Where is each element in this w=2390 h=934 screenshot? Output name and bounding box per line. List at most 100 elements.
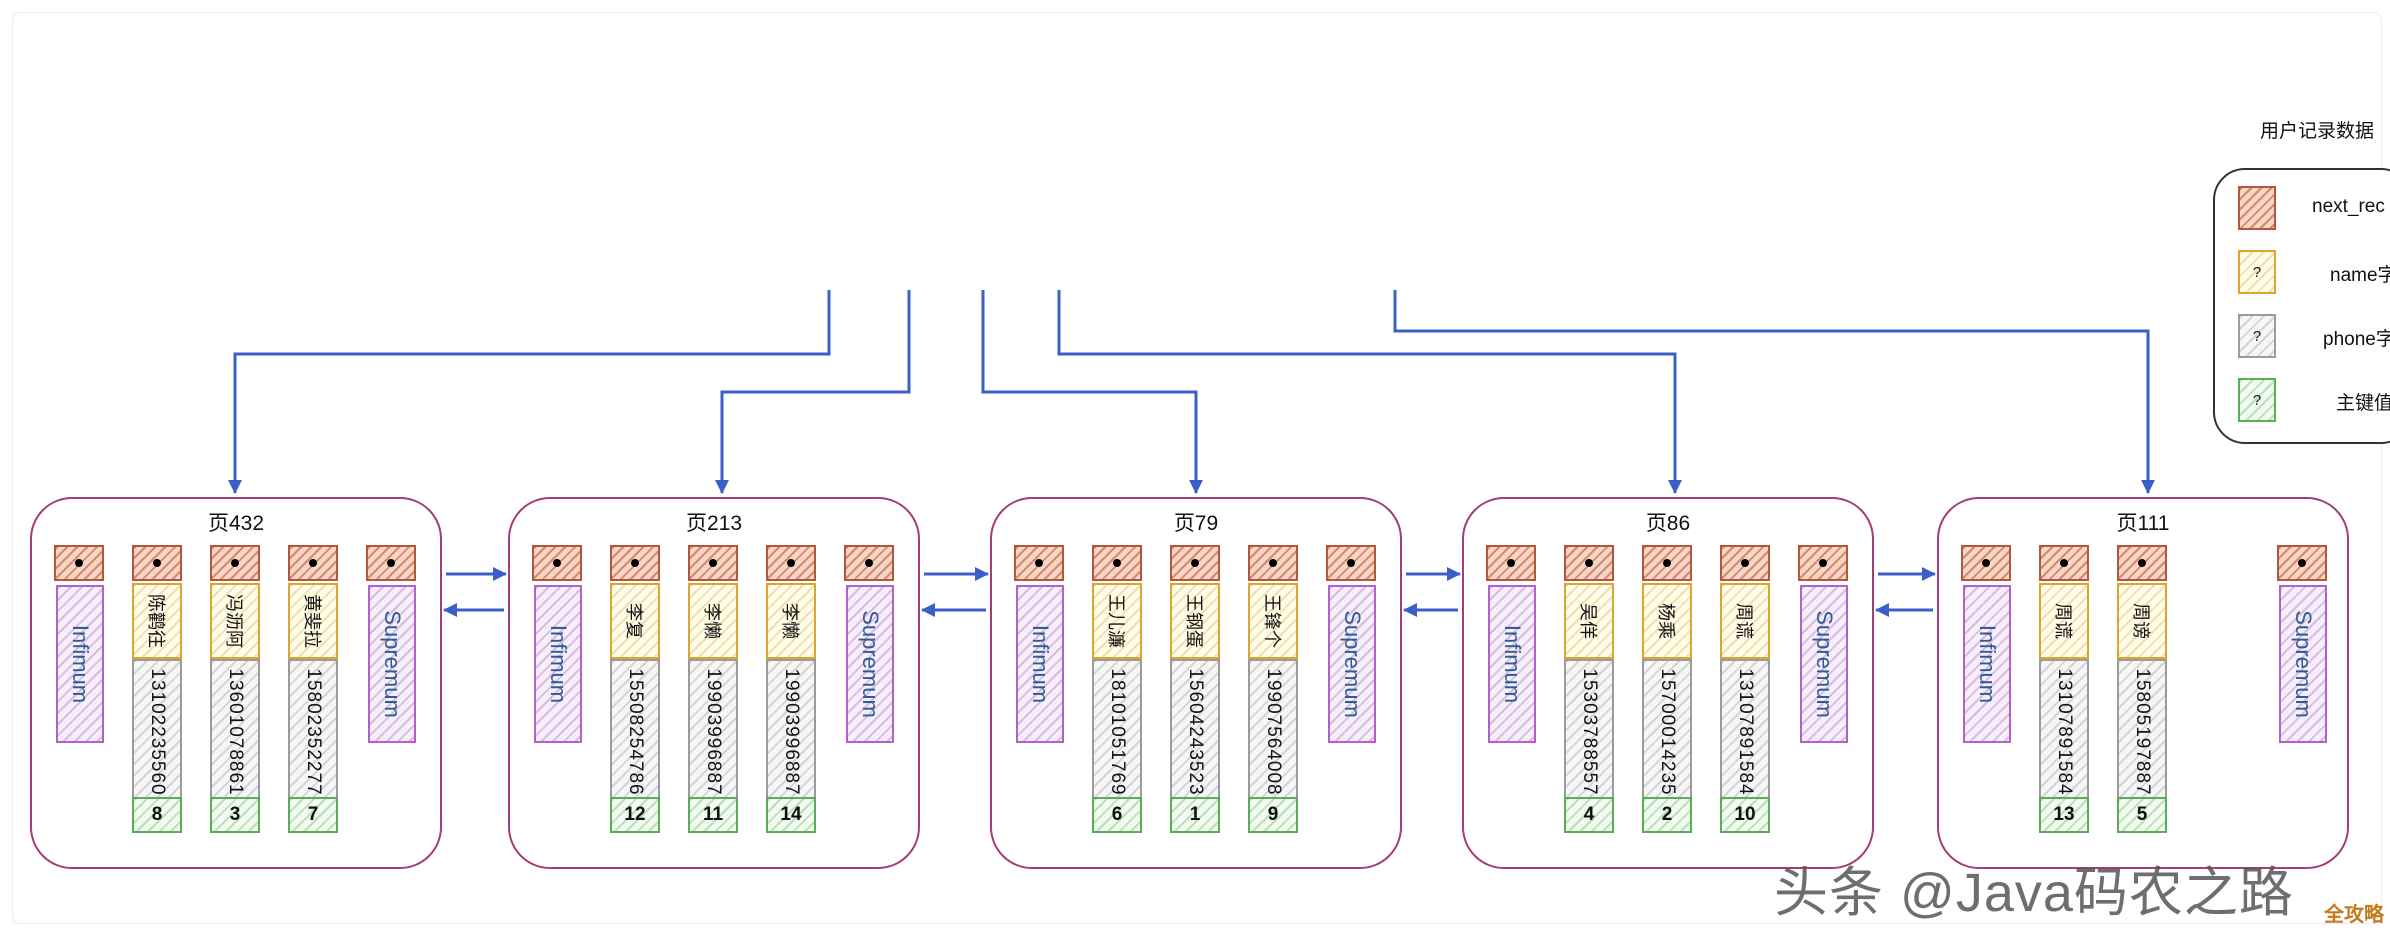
legend-label: 主键值 [2336,393,2390,414]
phone-value: 15508254786 [625,668,646,796]
name-value: 黄斐拉 [302,594,322,648]
next-record-pointer [1564,545,1614,581]
supremum-record: Supremum [2279,585,2327,743]
name-field: 杨乘 [1642,583,1692,659]
supremum-label: Supremum [858,610,883,718]
next-record-pointer [1248,545,1298,581]
phone-field: 19903996887 [688,659,738,805]
infimum-label: Infimum [546,624,571,704]
name-value: 周谎 [1734,603,1754,639]
primary-key-field: 14 [766,797,816,833]
legend-label: phone字 [2323,329,2390,350]
next-record-pointer [2039,545,2089,581]
legend-title: 用户记录数据 [2260,121,2375,142]
directory-pointer-line [1393,290,2155,494]
page-title: 页111 [2116,512,2170,535]
phone-value: 13107891584 [1735,668,1756,796]
name-value: 周谎 [2053,603,2073,639]
supremum-label: Supremum [1340,610,1365,718]
supremum-label: Supremum [380,610,405,718]
infimum-label: Infimum [68,624,93,704]
directory-pointer-line [228,290,831,494]
infimum-record: Infimum [1488,585,1536,743]
directory-pointer-line [1057,290,1682,494]
phone-value: 13107891584 [2054,668,2075,796]
name-value: 杨乘 [1656,603,1676,639]
primary-key-field: 11 [688,797,738,833]
name-value: 周谤 [2131,603,2151,639]
next-record-pointer [2117,545,2167,581]
legend-swatch-next-record [2238,186,2276,230]
corner-badge: 全攻略 [2324,904,2384,926]
phone-value: 15805197887 [2132,668,2153,796]
supremum-record: Supremum [846,585,894,743]
next-record-pointer [688,545,738,581]
next-record-pointer [844,545,894,581]
page-title: 页79 [1173,512,1219,535]
name-field: 陈鹳往 [132,583,182,659]
next-record-pointer [1720,545,1770,581]
legend-label: next_rec [2312,196,2385,217]
next-record-pointer [1014,545,1064,581]
infimum-record: Infimum [1016,585,1064,743]
supremum-record: Supremum [1328,585,1376,743]
primary-key-field: 13 [2039,797,2089,833]
name-value: 冯沥阿 [224,594,244,648]
next-record-pointer [2277,545,2327,581]
next-record-pointer [288,545,338,581]
next-record-pointer [532,545,582,581]
phone-value: 19907564008 [1263,668,1284,796]
phone-field: 13601078861 [210,659,260,805]
primary-key-field: 12 [610,797,660,833]
phone-value: 13102235560 [147,668,168,796]
supremum-label: Supremum [1812,610,1837,718]
name-field: 黄斐拉 [288,583,338,659]
name-value: 李复 [624,603,644,639]
supremum-label: Supremum [2291,610,2316,718]
name-value: 陈鹳往 [146,594,166,648]
primary-key-field: 8 [132,797,182,833]
infimum-record: Infimum [56,585,104,743]
name-value: 王锋个 [1262,594,1282,648]
primary-key-field: 5 [2117,797,2167,833]
name-value: 李懒 [702,603,722,639]
name-field: 李懒 [766,583,816,659]
infimum-record: Infimum [534,585,582,743]
directory-pointer-line [715,290,911,494]
primary-key-field: 2 [1642,797,1692,833]
primary-key-field: 1 [1170,797,1220,833]
name-field: 王儿濂 [1092,583,1142,659]
primary-key-field: 6 [1092,797,1142,833]
supremum-record: Supremum [368,585,416,743]
next-record-pointer [766,545,816,581]
page-title: 页86 [1645,512,1691,535]
phone-value: 15700014235 [1657,668,1678,796]
phone-field: 18101051769 [1092,659,1142,805]
name-field: 王锋个 [1248,583,1298,659]
phone-value: 19903996887 [781,668,802,796]
name-field: 李懒 [688,583,738,659]
name-value: 吴佯 [1578,603,1598,639]
phone-field: 15802352277 [288,659,338,805]
infimum-label: Infimum [1500,624,1525,704]
name-field: 周谤 [2117,583,2167,659]
primary-key-field: 4 [1564,797,1614,833]
infimum-label: Infimum [1975,624,2000,704]
phone-field: 15508254786 [610,659,660,805]
phone-field: 13102235560 [132,659,182,805]
infimum-label: Infimum [1028,624,1053,704]
next-record-pointer [1092,545,1142,581]
primary-key-field: 10 [1720,797,1770,833]
canvas-frame [12,12,2382,924]
primary-key-field: 7 [288,797,338,833]
legend-swatch-name: ? [2238,250,2276,294]
phone-field: 15303788557 [1564,659,1614,805]
next-record-pointer [1170,545,1220,581]
name-field: 吴佯 [1564,583,1614,659]
page-title: 页213 [685,512,743,535]
phone-value: 15802352277 [303,668,324,796]
phone-field: 19903996887 [766,659,816,805]
phone-field: 15700014235 [1642,659,1692,805]
next-record-pointer [210,545,260,581]
